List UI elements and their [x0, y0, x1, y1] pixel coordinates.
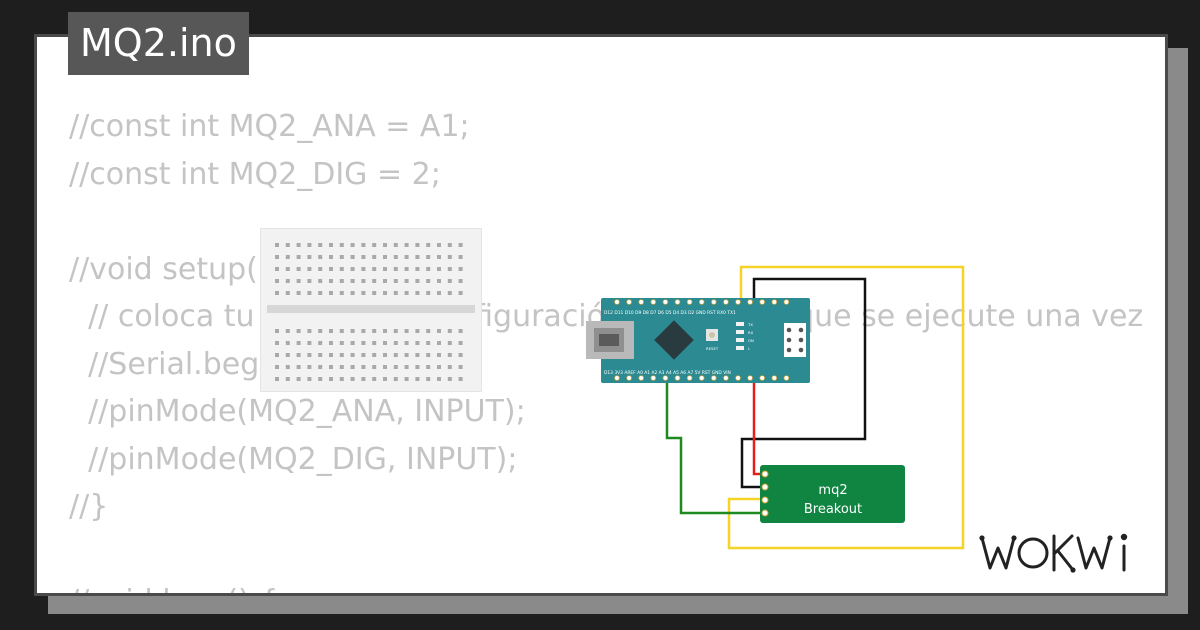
code-listing: //const int MQ2_ANA = A1; //const int MQ2…	[69, 103, 1143, 593]
breadboard-center-channel	[267, 305, 475, 313]
code-line: //void loop() {	[69, 578, 1143, 593]
nano-bottom-pin-labels: D13 3V3 AREF A0 A1 A2 A3 A4 A5 A6 A7 5V …	[604, 370, 731, 376]
code-line: //const int MQ2_ANA = A1;	[69, 109, 470, 144]
code-line: //const int MQ2_DIG = 2;	[69, 156, 441, 192]
wire-black-gnd[interactable]	[740, 277, 867, 489]
nano-reset-label: RESET	[706, 346, 719, 351]
sensor-name: mq2	[818, 483, 847, 498]
arduino-nano[interactable]: D12 D11 D10 D9 D8 D7 D6 D5 D4 D3 D2 GND …	[586, 298, 810, 383]
nano-led-rx-label: RX	[748, 330, 754, 335]
code-line: //pinMode(MQ2_DIG, INPUT);	[69, 441, 518, 477]
nano-led-tx-label: TX	[747, 322, 753, 327]
wire-yellow-d2[interactable]	[727, 265, 965, 550]
sensor-type: Breakout	[804, 502, 862, 517]
wire-green-a1[interactable]	[665, 376, 764, 515]
wire-red-5v[interactable]	[752, 376, 764, 476]
code-line: //}	[69, 489, 109, 524]
file-name-tab[interactable]: MQ2.ino	[68, 12, 249, 75]
wokwi-logo	[979, 533, 1128, 573]
breadboard-holes	[275, 243, 463, 381]
breadboard[interactable]	[260, 228, 482, 392]
nano-led-on-label: ON	[748, 338, 754, 343]
mq2-breakout-sensor[interactable]: mq2 Breakout	[760, 465, 905, 523]
nano-led-l-label: L	[748, 346, 751, 351]
code-line: //pinMode(MQ2_ANA, INPUT);	[69, 394, 526, 429]
nano-top-pin-labels: D12 D11 D10 D9 D8 D7 D6 D5 D4 D3 D2 GND …	[604, 310, 736, 316]
